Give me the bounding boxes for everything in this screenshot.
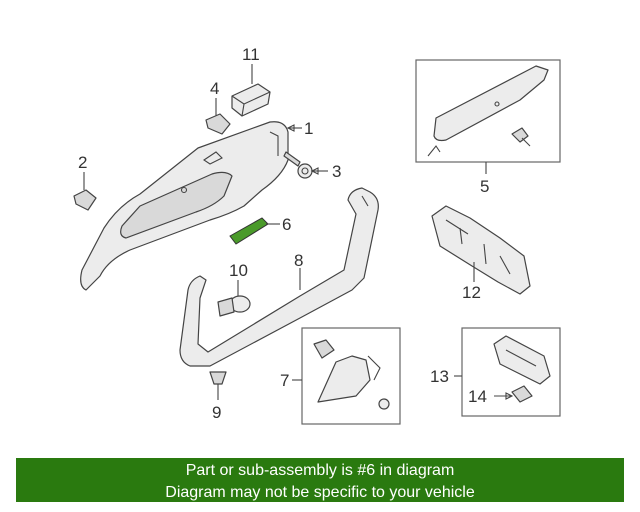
label-10: 10	[229, 261, 248, 280]
part-3-screw	[283, 151, 328, 179]
label-9: 9	[212, 403, 221, 422]
part-5-group	[415, 59, 561, 174]
part-11-block	[231, 64, 271, 117]
label-12: 12	[462, 283, 481, 302]
label-13: 13	[430, 367, 449, 386]
label-4: 4	[210, 79, 219, 98]
banner-line-2: Diagram may not be specific to your vehi…	[165, 484, 475, 501]
label-8: 8	[294, 251, 303, 270]
part-10-grommet	[217, 280, 251, 317]
label-11: 11	[242, 45, 260, 64]
part-2-clip	[73, 172, 97, 211]
banner-line-1: Part or sub-assembly is #6 in diagram	[185, 462, 455, 479]
part-6-strip	[229, 217, 280, 245]
part-7-group	[292, 327, 401, 425]
label-5: 5	[480, 177, 489, 196]
info-banner: Part or sub-assembly is #6 in diagram Di…	[16, 458, 624, 502]
part-9-clip	[209, 371, 227, 400]
part-8-weatherstrip	[179, 187, 379, 367]
part-4-clip	[205, 98, 231, 135]
label-2: 2	[78, 153, 87, 172]
part-6-highlight	[229, 217, 269, 245]
label-3: 3	[332, 162, 341, 181]
label-7: 7	[280, 371, 289, 390]
label-1: 1	[304, 119, 313, 138]
part-1-trim-panel	[80, 121, 302, 291]
part-13-group	[454, 327, 561, 417]
part-12-bracket	[431, 205, 531, 295]
label-6: 6	[282, 215, 291, 234]
label-14: 14	[468, 387, 487, 406]
